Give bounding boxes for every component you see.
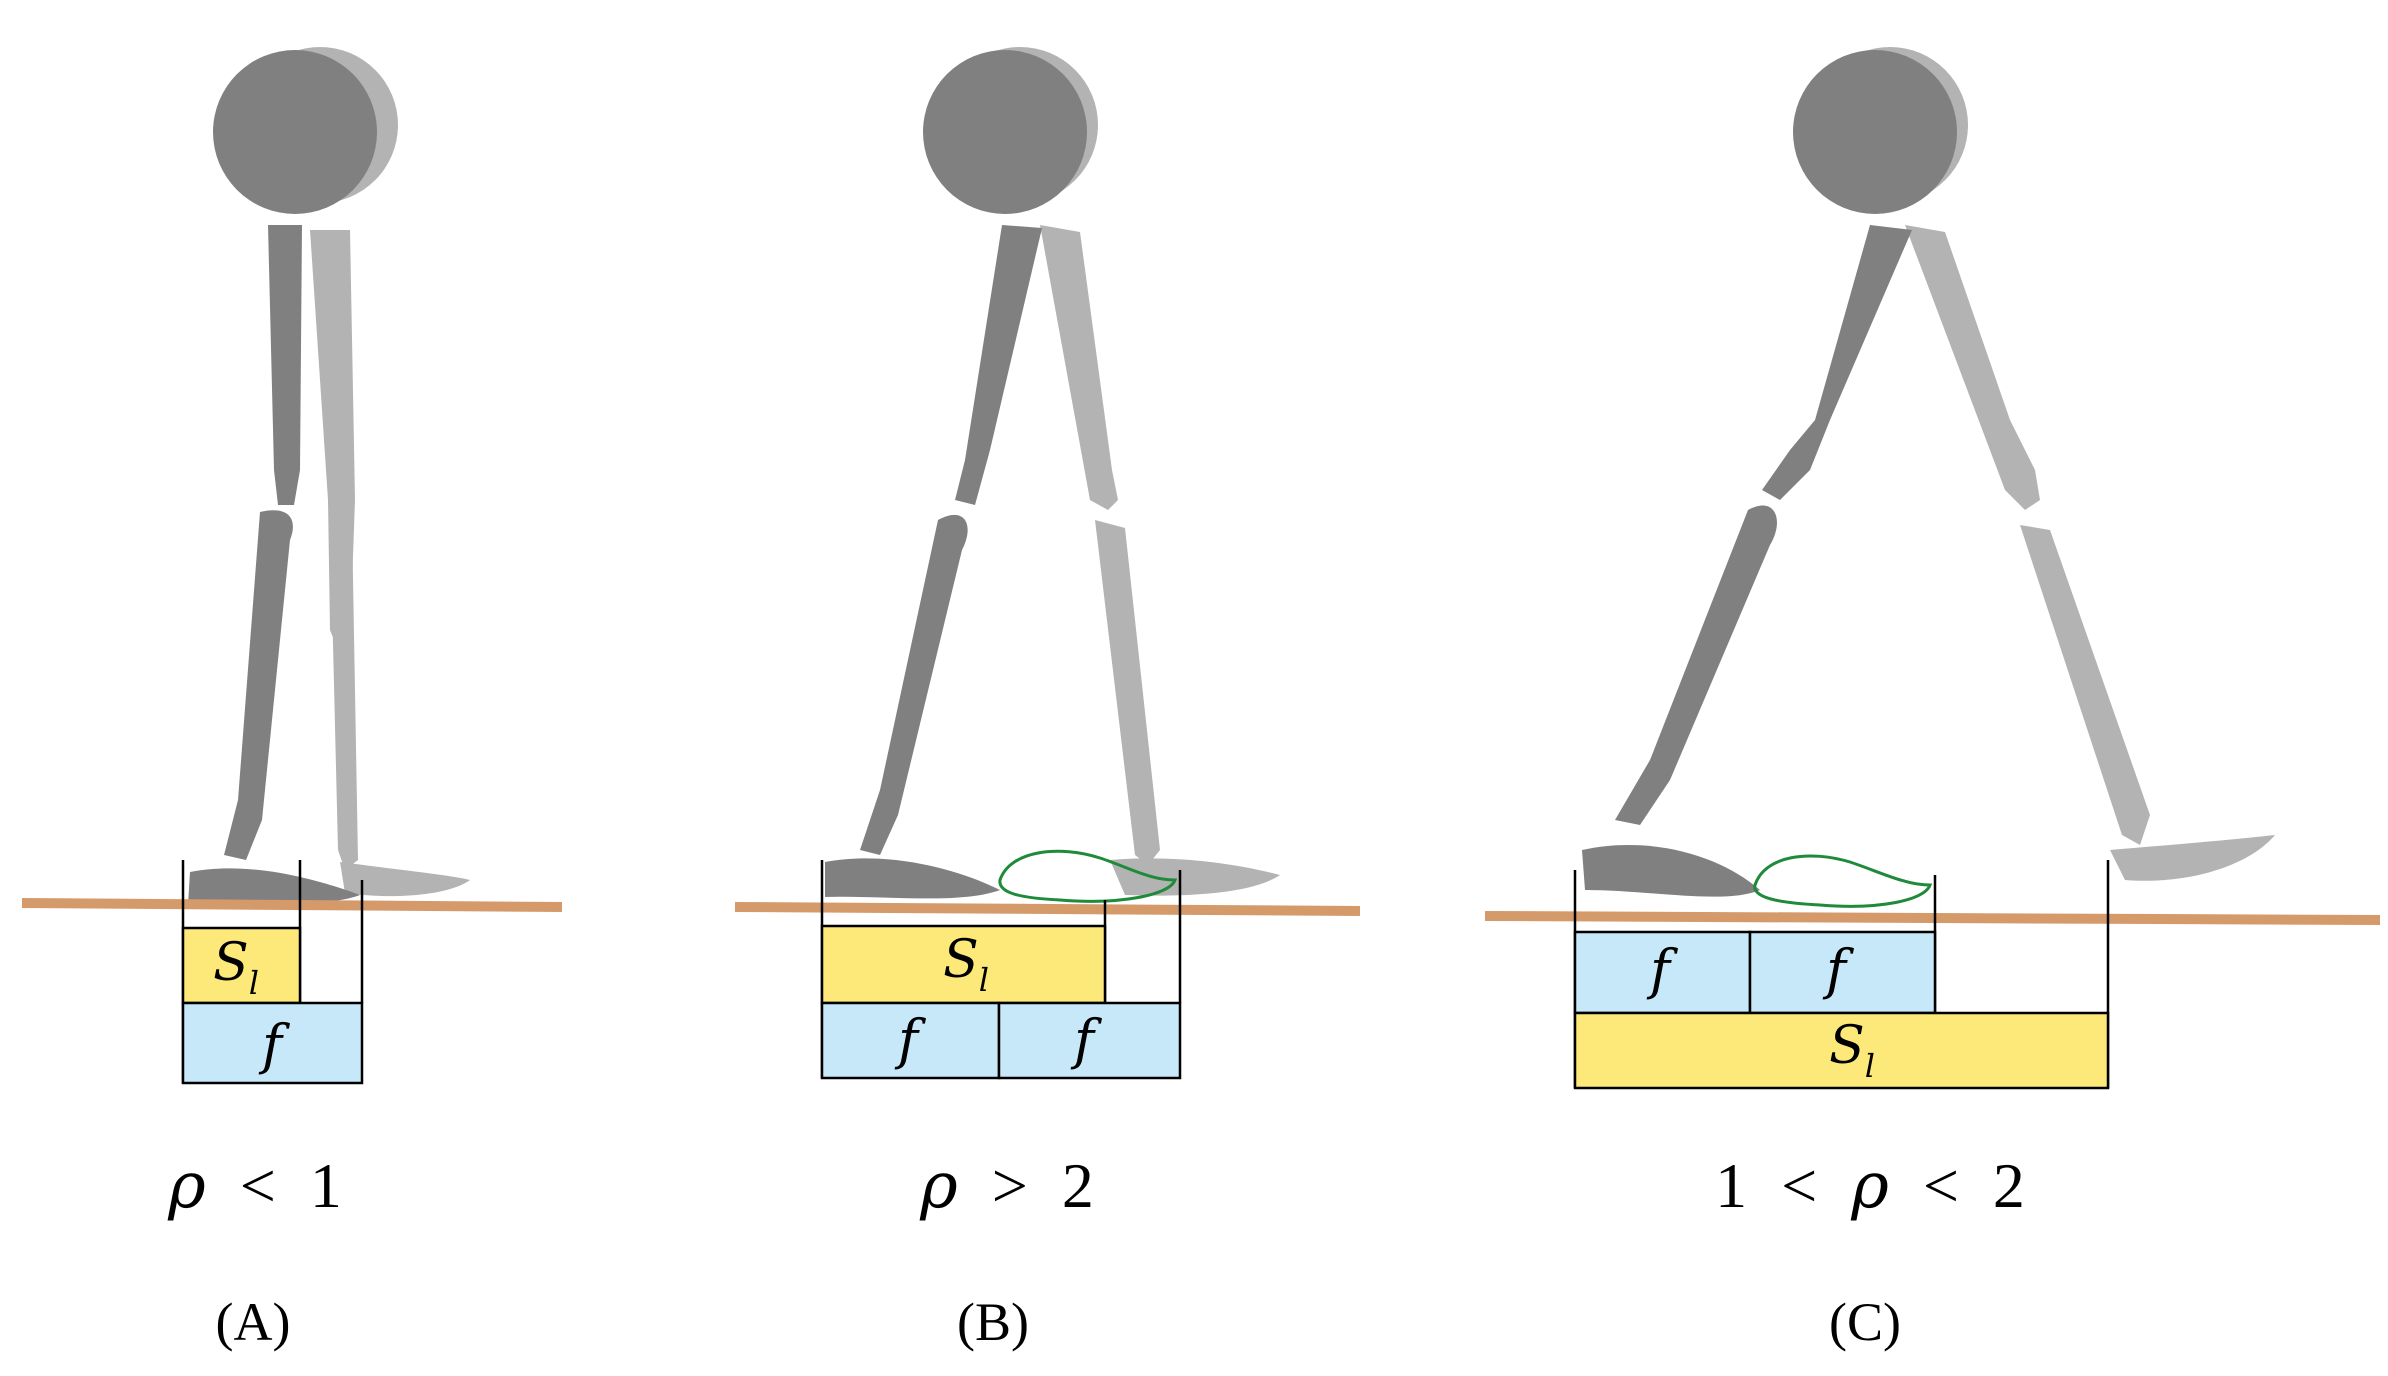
foot-box [181,1001,364,1085]
ground-line-a [21,898,563,912]
swing-foot-outline-c [1753,854,1933,908]
panel-b: Sl f f ρ > 2 (B) [734,47,1361,1352]
front-leg-c [1582,50,1957,897]
caption-b: (B) [957,1292,1029,1352]
ground-line-c [1484,911,2381,925]
stance-box [1573,1011,2110,1090]
ground-line-b [734,902,1361,916]
front-leg-b [825,50,1087,899]
foot-box [997,1001,1182,1080]
panel-c: f f Sl 1 < ρ < 2 (C) [1484,47,2381,1352]
interval-boxes-c [1573,860,2110,1090]
condition-c: 1 < ρ < 2 [1715,1149,2025,1223]
stance-label: Sl [213,933,259,1002]
condition-a: ρ < 1 [167,1149,342,1223]
stance-label: Sl [943,930,989,999]
front-leg-a [188,50,377,905]
interval-boxes-b [820,860,1182,1080]
stance-label: Sl [1829,1016,1875,1085]
panel-a: Sl f ρ < 1 (A) [21,47,563,1352]
stance-box [181,926,302,1005]
caption-a: (A) [216,1292,291,1352]
foot-box [1748,930,1937,1015]
stance-box [820,924,1107,1005]
interval-boxes-a [181,860,364,1085]
swing-foot-outline-b [998,849,1178,903]
caption-c: (C) [1829,1292,1901,1352]
condition-b: ρ > 2 [919,1149,1094,1223]
